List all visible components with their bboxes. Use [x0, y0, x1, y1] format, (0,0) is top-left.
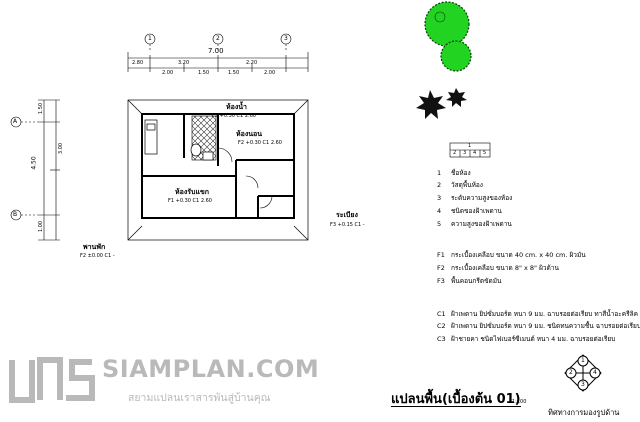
legend-key-box	[449, 142, 491, 158]
room-living-name: ห้องรับแขก	[175, 188, 209, 196]
key-box-b4: 5	[483, 150, 487, 156]
grid-col-3: 3	[284, 35, 288, 42]
grid-row-b: B	[13, 211, 18, 218]
dim-seg-1: 2.80	[132, 60, 144, 66]
drawing-title: แปลนพื้น(เบื้องต้น 01)	[391, 392, 521, 407]
dim-seg-3: 2.20	[246, 60, 258, 66]
total-width-dim: 7.00	[208, 47, 224, 55]
title-underline	[391, 406, 521, 407]
room-bedroom-tag: F2 +0.30 C1 2.60	[238, 140, 282, 146]
compass-num-4: 4	[593, 369, 597, 376]
left-dimension-lines	[10, 99, 60, 241]
grid-column-markers	[144, 33, 292, 52]
view-direction-compass	[564, 354, 602, 392]
left-seg-1: 1.50	[38, 102, 45, 115]
room-porch-name: ระเบียง	[336, 211, 358, 219]
bathroom-fixtures	[190, 143, 214, 161]
compass-num-2: 2	[569, 369, 573, 376]
key-box-top: 1	[468, 143, 472, 149]
tree-large-icon	[424, 1, 470, 47]
compass-num-3: 3	[581, 381, 585, 388]
key-box-b1: 2	[453, 150, 457, 156]
grid-row-a: A	[13, 118, 18, 125]
brand-tagline: สยามแปลนเราสารพันสู่บ้านคุณ	[128, 392, 271, 404]
dim-seg-2: 3.20	[178, 60, 190, 66]
compass-num-1: 1	[581, 357, 585, 364]
dim-sub-1: 2.00	[162, 70, 174, 76]
brand-name: SIAMPLAN.COM	[102, 355, 320, 383]
room-terrace-tag: F2 ±0.00 C1 -	[80, 253, 115, 259]
left-seg-3: 1.00	[38, 220, 45, 233]
room-bedroom-name: ห้องนอน	[236, 130, 263, 138]
room-bath-name: ห้องน้ำ	[226, 103, 247, 111]
compass-label: ทิศทางการมองรูปด้าน	[548, 408, 620, 417]
room-porch-tag: F3 +0.15 C1 -	[330, 222, 365, 228]
room-living-tag: F1 +0.30 C1 2.60	[168, 198, 212, 204]
dim-sub-3: 1.50	[228, 70, 240, 76]
shrub-icon	[416, 88, 467, 119]
tree-small-icon	[440, 40, 472, 72]
room-terrace-name: พานพัก	[83, 243, 106, 251]
door-swings	[217, 147, 273, 209]
key-box-b3: 4	[473, 150, 477, 156]
left-seg-2: 3.00	[58, 142, 65, 155]
kitchen-counter	[144, 119, 158, 155]
dim-sub-2: 1.50	[198, 70, 210, 76]
brand-logo-icon	[9, 357, 95, 403]
key-box-b2: 3	[463, 150, 467, 156]
grid-col-1: 1	[148, 35, 152, 42]
top-dimension-lines	[127, 52, 309, 72]
left-total-dim: 4.50	[30, 156, 38, 170]
dim-sub-4: 2.00	[264, 70, 276, 76]
roof-outline	[127, 99, 309, 241]
drawing-scale: 1:100	[512, 399, 527, 405]
room-bath-tag: F2 +0.30 C1 2.60	[212, 113, 256, 119]
grid-col-2: 2	[216, 35, 220, 42]
building-walls	[141, 113, 295, 219]
